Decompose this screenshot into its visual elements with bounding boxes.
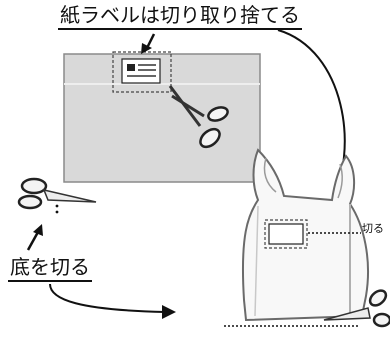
- bag-label-region: [264, 219, 308, 249]
- arrow-icon: [49, 283, 176, 319]
- plastic-bag-icon: [241, 148, 369, 322]
- label-cut-region: [112, 51, 172, 93]
- paper-label-icon: [121, 58, 161, 84]
- flattened-bag-sheet: [63, 53, 261, 183]
- arrow-icon: [26, 224, 43, 251]
- paper-label-icon: [268, 223, 304, 245]
- arrow-icon: [141, 33, 156, 54]
- label-cutoff-instruction: 紙ラベルは切り取り捨てる: [58, 2, 302, 30]
- scissors-icon: [323, 289, 390, 328]
- scissors-icon: [168, 85, 229, 149]
- cut-marker-label: 切る: [362, 222, 384, 235]
- cut-bottom-instruction: 底を切る: [8, 254, 92, 282]
- scissors-icon: [17, 177, 97, 210]
